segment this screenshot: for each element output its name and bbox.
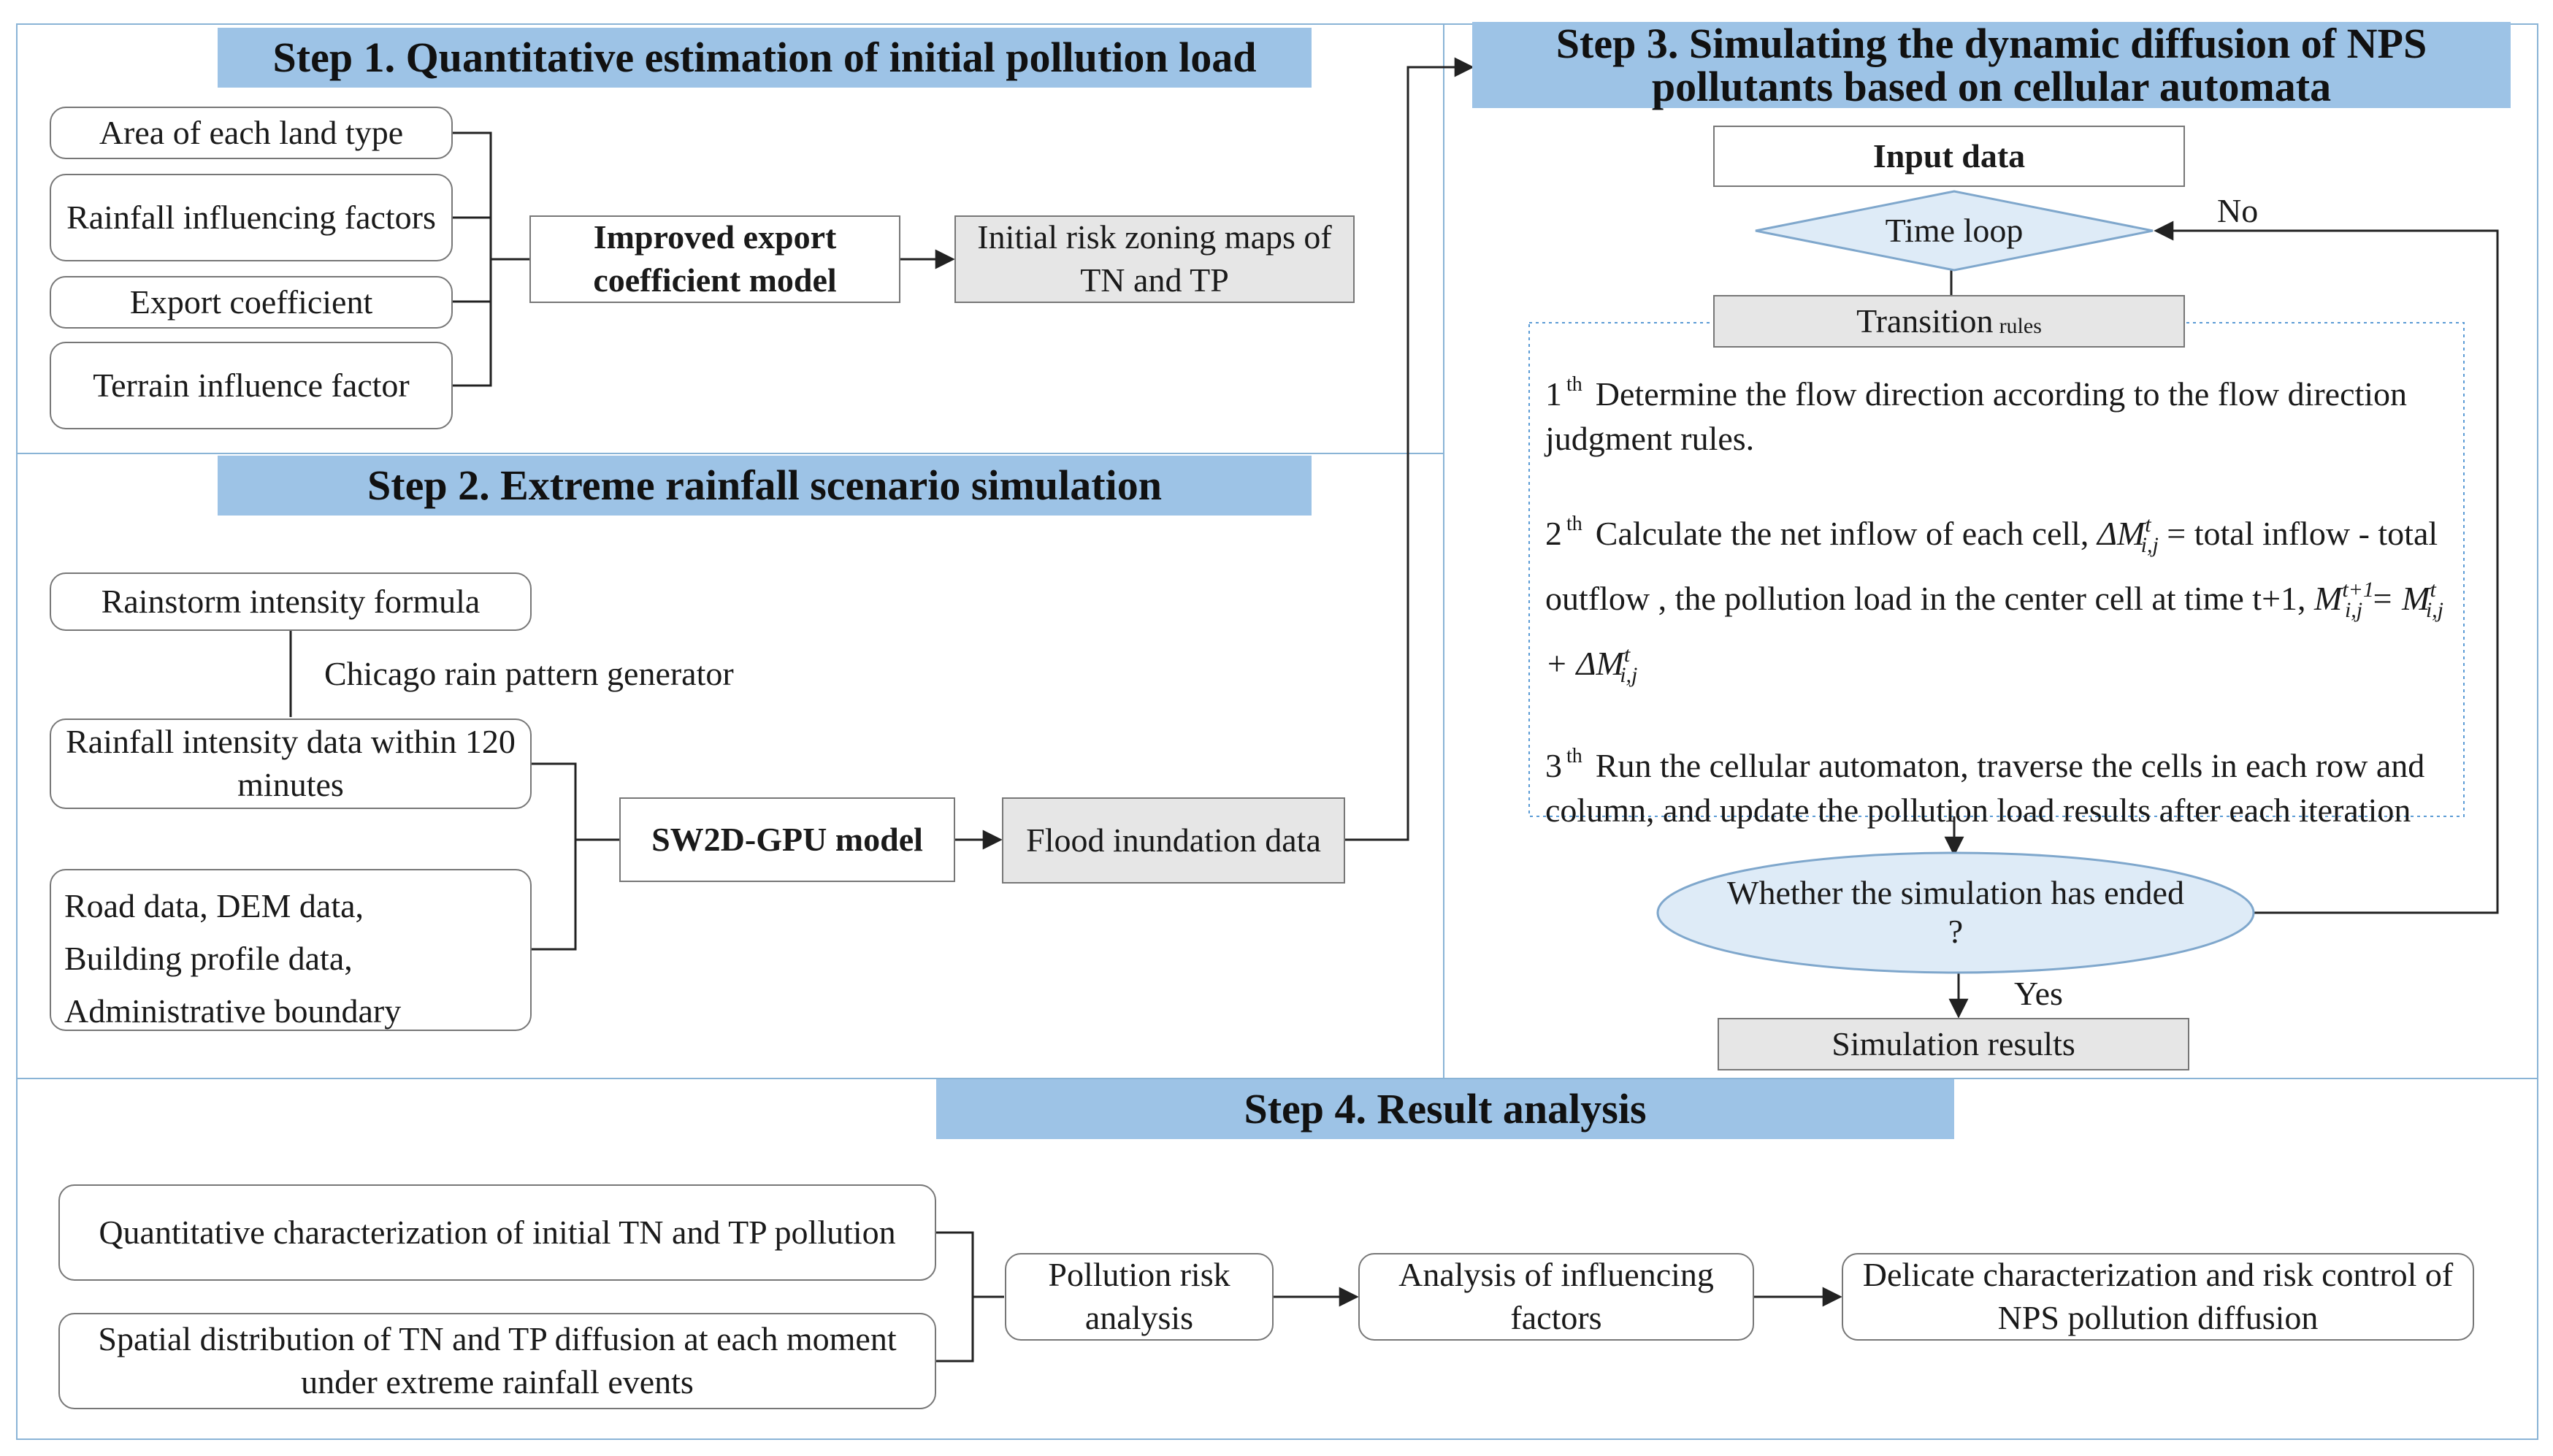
decision-ellipse	[1656, 851, 2255, 974]
rule-3-number: 3	[1545, 747, 1562, 784]
yes-label: Yes	[2014, 975, 2063, 1012]
time-loop-diamond	[1755, 190, 2154, 272]
chicago-generator-label: Chicago rain pattern generator	[324, 655, 734, 692]
influencing-factors-analysis: Analysis of influencing factors	[1358, 1253, 1754, 1341]
no-label: No	[2217, 192, 2259, 229]
flood-inundation-data: Flood inundation data	[1002, 797, 1345, 884]
pollution-risk-analysis: Pollution risk analysis	[1005, 1253, 1274, 1341]
rule-3-text: Run the cellular automaton, traverse the…	[1545, 747, 2425, 829]
decision-label: Whether the simulation has ended ?	[1727, 874, 2184, 950]
spatial-data: Road data, DEM data, Building profile da…	[50, 869, 532, 1031]
time-loop-label: Time loop	[1885, 211, 2024, 249]
rule-2-ordinal: th	[1566, 513, 1582, 535]
spatial-data-line-3: Administrative boundary	[64, 992, 402, 1030]
rainfall-intensity-data: Rainfall intensity data within 120 minut…	[50, 719, 532, 809]
input-rainfall-factors: Rainfall influencing factors	[50, 174, 453, 261]
spatial-data-line-1: Road data, DEM data,	[64, 887, 364, 924]
spatial-diffusion-distribution: Spatial distribution of TN and TP diffus…	[58, 1313, 936, 1409]
input-export-coefficient: Export coefficient	[50, 276, 453, 329]
step3-header: Step 3. Simulating the dynamic diffusion…	[1472, 22, 2511, 108]
transition-label: Transition	[1856, 302, 1994, 340]
risk-control-characterization: Delicate characterization and risk contr…	[1842, 1253, 2474, 1341]
rule-3-ordinal: th	[1566, 745, 1582, 767]
input-terrain-factor: Terrain influence factor	[50, 342, 453, 429]
step1-header: Step 1. Quantitative estimation of initi…	[218, 28, 1312, 88]
update-formula: Mt+1i,j = Mti,j + ΔMti,j	[1545, 578, 2443, 687]
rainstorm-formula: Rainstorm intensity formula	[50, 572, 532, 631]
input-land-area: Area of each land type	[50, 107, 453, 159]
input-data-box: Input data	[1713, 126, 2185, 187]
export-coefficient-model: Improved export coefficient model	[529, 215, 900, 303]
step4-header: Step 4. Result analysis	[936, 1079, 1954, 1139]
rule-2-text-b: = total inflow - total outflow , the pol…	[1545, 515, 2438, 617]
rule-1-text: Determine the flow direction according t…	[1545, 375, 2408, 457]
spatial-data-line-2: Building profile data,	[64, 940, 353, 977]
rule-2-text-a: Calculate the net inflow of each cell,	[1595, 515, 2089, 552]
rule-1-number: 1	[1545, 375, 1562, 413]
delta-m-formula: ΔMti,j	[2097, 513, 2159, 557]
initial-pollution-characterization: Quantitative characterization of initial…	[58, 1184, 936, 1281]
sw2d-gpu-model: SW2D-GPU model	[619, 797, 955, 882]
step4-panel	[16, 1078, 2538, 1440]
rule-1-ordinal: th	[1566, 373, 1582, 396]
simulation-results: Simulation results	[1718, 1018, 2189, 1070]
risk-zoning-maps: Initial risk zoning maps of TN and TP	[954, 215, 1355, 303]
step2-header: Step 2. Extreme rainfall scenario simula…	[218, 456, 1312, 516]
transition-sub-label: rules	[1999, 313, 2042, 338]
rule-2-number: 2	[1545, 515, 1562, 552]
transition-rules-box: Transition rules	[1713, 295, 2185, 348]
